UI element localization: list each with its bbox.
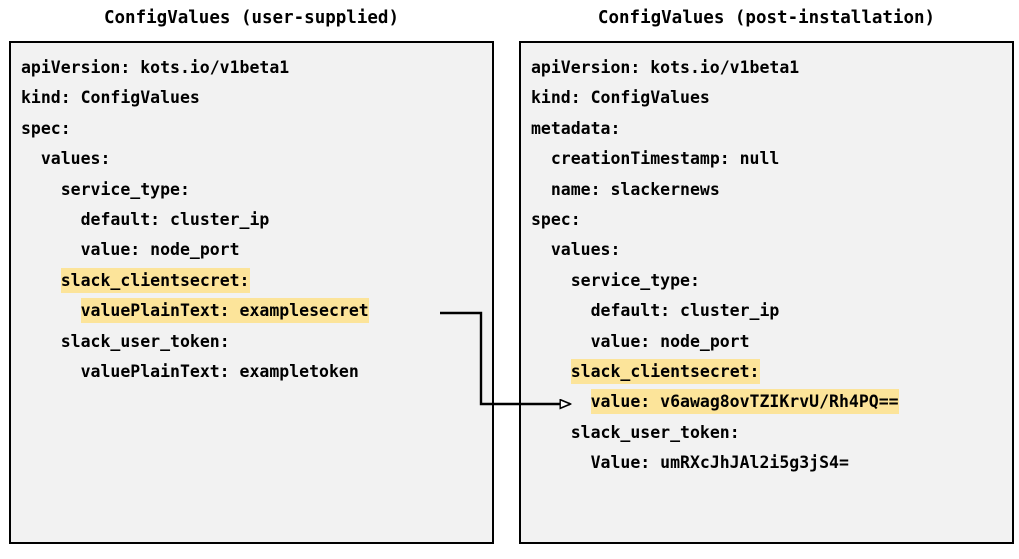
code-line: valuePlainText: examplesecret [21, 296, 490, 326]
code-text: kind: ConfigValues [531, 88, 710, 108]
code-line: service_type: [21, 175, 490, 205]
code-line: slack_user_token: [531, 418, 1010, 448]
code-line: apiVersion: kots.io/v1beta1 [21, 53, 490, 83]
code-line: name: slackernews [531, 175, 1010, 205]
code-line: creationTimestamp: null [531, 144, 1010, 174]
code-line: spec: [531, 205, 1010, 235]
code-indent [531, 450, 591, 475]
code-indent [21, 237, 81, 262]
code-line: kind: ConfigValues [531, 83, 1010, 113]
code-indent [531, 420, 571, 445]
code-line: default: cluster_ip [531, 296, 1010, 326]
highlighted-code-text: slack_clientsecret: [570, 358, 760, 384]
code-text: name: slackernews [550, 179, 720, 199]
code-indent [531, 389, 591, 414]
code-text: spec: [21, 118, 71, 138]
code-text: value: node_port [590, 331, 750, 351]
code-line: value: v6awag8ovTZIKrvU/Rh4PQ== [531, 387, 1010, 417]
code-line: spec: [21, 114, 490, 144]
code-indent [21, 359, 81, 384]
code-text: apiVersion: kots.io/v1beta1 [21, 58, 290, 77]
code-indent [531, 359, 571, 384]
code-line: value: node_port [531, 327, 1010, 357]
code-text: service_type: [570, 270, 700, 290]
code-line: default: cluster_ip [21, 205, 490, 235]
code-line: value: node_port [21, 235, 490, 265]
code-text: values: [550, 240, 621, 260]
code-line: Value: umRXcJhJAl2i5g3jS4= [531, 448, 1010, 478]
code-indent [531, 329, 591, 354]
code-line: kind: ConfigValues [21, 83, 490, 113]
code-text: creationTimestamp: null [550, 149, 780, 169]
code-indent [531, 268, 571, 293]
code-line: values: [21, 144, 490, 174]
left-panel-title: ConfigValues (user-supplied) [103, 8, 399, 28]
code-text: metadata: [531, 118, 621, 138]
right-panel-code-block: apiVersion: kots.io/v1beta1 kind: ConfigV… [531, 53, 1010, 478]
configvalues-post-installation-panel: apiVersion: kots.io/v1beta1 kind: ConfigV… [519, 41, 1014, 544]
code-text: value: node_port [80, 240, 240, 260]
code-text: default: cluster_ip [590, 301, 780, 321]
highlighted-code-text: valuePlainText: examplesecret [80, 298, 369, 324]
code-line: slack_clientsecret: [531, 357, 1010, 387]
code-text: slack_user_token: [60, 331, 230, 351]
code-line: valuePlainText: exampletoken [21, 357, 490, 387]
code-text: apiVersion: kots.io/v1beta1 [531, 58, 800, 77]
highlighted-code-text: value: v6awag8ovTZIKrvU/Rh4PQ== [590, 389, 899, 415]
code-text: kind: ConfigValues [21, 88, 200, 108]
code-text: valuePlainText: exampletoken [80, 361, 359, 381]
code-indent [531, 177, 551, 202]
code-indent [531, 146, 551, 171]
code-text: service_type: [60, 179, 190, 199]
code-indent [531, 298, 591, 323]
highlighted-code-text: slack_clientsecret: [60, 267, 250, 293]
code-indent [21, 298, 81, 323]
code-line: slack_clientsecret: [21, 266, 490, 296]
code-text: spec: [531, 209, 581, 229]
code-indent [21, 146, 41, 171]
code-indent [21, 268, 61, 293]
code-line: values: [531, 235, 1010, 265]
code-line: metadata: [531, 114, 1010, 144]
code-text: slack_user_token: [570, 422, 740, 442]
code-line: apiVersion: kots.io/v1beta1 [531, 53, 1010, 83]
configvalues-user-supplied-panel: apiVersion: kots.io/v1beta1 kind: ConfigV… [9, 41, 494, 544]
left-panel-code-block: apiVersion: kots.io/v1beta1 kind: ConfigV… [21, 53, 490, 387]
code-indent [21, 207, 81, 232]
code-indent [531, 237, 551, 262]
code-indent [21, 177, 61, 202]
code-text: default: cluster_ip [80, 209, 270, 229]
code-line: slack_user_token: [21, 327, 490, 357]
code-text: Value: umRXcJhJAl2i5g3jS4= [590, 453, 849, 473]
code-indent [21, 329, 61, 354]
code-text: values: [40, 149, 111, 169]
code-line: service_type: [531, 266, 1010, 296]
right-panel-title: ConfigValues (post-installation) [597, 8, 936, 28]
